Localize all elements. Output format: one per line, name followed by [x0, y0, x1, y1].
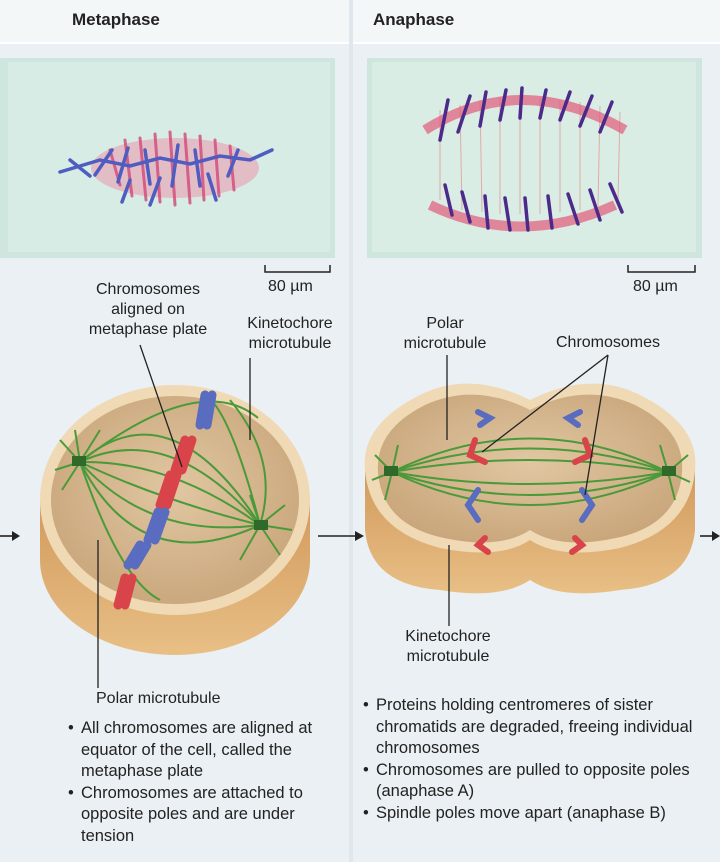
metaphase-scale-bar: 80 µm	[268, 278, 313, 295]
anaphase-leader-lines	[446, 354, 609, 626]
metaphase-leader-lines	[97, 344, 251, 688]
anaphase-chromosomes-label: Chromosomes	[555, 334, 661, 351]
anaphase-bullet: Chromosomes are pulled to opposite poles…	[361, 760, 713, 803]
metaphase-title: Metaphase	[72, 10, 160, 29]
metaphase-polar-label: Polar microtubule	[96, 690, 221, 707]
arrow-out-of-anaphase	[700, 531, 720, 541]
metaphase-chromosomes-label: Chromosomes aligned on metaphase plate	[88, 281, 208, 338]
arrow-metaphase-to-anaphase	[318, 531, 364, 541]
anaphase-kinetochore-label: Kinetochore microtubule	[405, 628, 491, 665]
arrow-into-metaphase	[0, 531, 20, 541]
metaphase-bullet: All chromosomes are aligned at equator o…	[66, 718, 346, 783]
metaphase-bullet-list: All chromosomes are aligned at equator o…	[66, 718, 346, 847]
metaphase-cell	[40, 385, 310, 655]
metaphase-micrograph	[0, 58, 335, 273]
metaphase-header: Metaphase	[0, 0, 349, 44]
metaphase-kinetochore-label: Kinetochore microtubule	[247, 315, 333, 352]
anaphase-micrograph	[367, 58, 702, 273]
anaphase-bullet-list: Proteins holding centromeres of sister c…	[361, 695, 713, 824]
anaphase-polar-label: Polar microtubule	[403, 315, 487, 352]
anaphase-title: Anaphase	[373, 10, 455, 29]
anaphase-scale-bar: 80 µm	[633, 278, 678, 295]
metaphase-bullet: Chromosomes are attached to opposite pol…	[66, 783, 346, 848]
anaphase-bullet: Proteins holding centromeres of sister c…	[361, 695, 713, 760]
anaphase-bullet: Spindle poles move apart (anaphase B)	[361, 803, 713, 825]
anaphase-header: Anaphase	[353, 0, 720, 44]
